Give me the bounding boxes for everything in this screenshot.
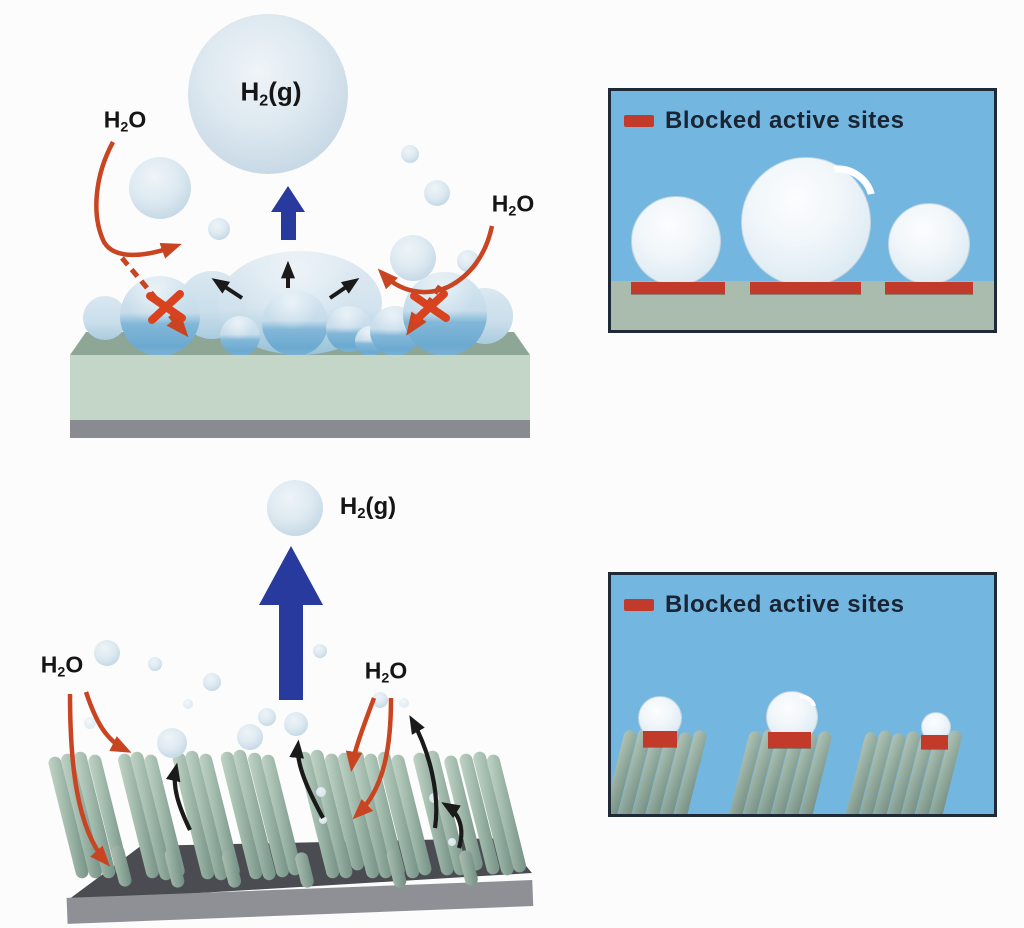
- floating-bubble: [448, 838, 456, 846]
- floating-bubble: [94, 640, 120, 666]
- floating-bubble: [203, 673, 221, 691]
- up-arrow-icon: [271, 186, 305, 240]
- up-arrow-icon: [259, 546, 323, 700]
- h2-gas-bubble-small: [267, 480, 323, 536]
- h2-gas-bubble-large: [188, 14, 348, 174]
- floating-bubble: [399, 698, 409, 708]
- floating-bubble: [208, 218, 230, 240]
- floating-bubble: [157, 728, 187, 758]
- h2o-label-left: H2O: [40, 651, 84, 681]
- h2-gas-label: H2(g): [240, 76, 302, 110]
- floating-bubble: [316, 787, 326, 797]
- blocked-site-bar: [631, 282, 725, 294]
- blocked-site-bar: [768, 732, 811, 748]
- h2o-label-right: H2O: [491, 190, 535, 220]
- blocked-site-swatch-icon: [624, 115, 654, 127]
- surface-bubble: [83, 296, 127, 340]
- floating-bubble: [284, 712, 308, 736]
- legend: Blocked active sites: [624, 107, 904, 135]
- inset-nanorod-blocked-sites: Blocked active sites: [608, 572, 997, 817]
- blocking-bubble: [888, 203, 970, 285]
- flat-electrode-front-face: [70, 355, 530, 420]
- floating-bubble: [84, 717, 96, 729]
- blocked-site-bar: [921, 735, 948, 749]
- blocked-site-bar: [643, 731, 677, 747]
- legend-label: Blocked active sites: [665, 591, 905, 618]
- flat-electrode-substrate: [70, 420, 530, 438]
- surface-bubble: [120, 276, 200, 356]
- surface-bubble: [403, 272, 487, 356]
- floating-bubble: [372, 692, 388, 708]
- floating-bubble: [319, 816, 327, 824]
- h2o-label-right: H2O: [364, 657, 408, 687]
- floating-bubble: [129, 157, 191, 219]
- floating-bubble: [237, 724, 263, 750]
- floating-bubble: [313, 644, 327, 658]
- floating-bubble: [429, 793, 439, 803]
- floating-bubble: [258, 708, 276, 726]
- legend-label: Blocked active sites: [665, 107, 905, 134]
- legend: Blocked active sites: [624, 591, 904, 619]
- surface-bubble: [262, 290, 328, 356]
- h2-gas-label: H2(g): [339, 493, 397, 523]
- floating-bubble: [457, 250, 479, 272]
- floating-bubble: [390, 235, 436, 281]
- blocking-bubble: [631, 196, 721, 286]
- blocked-site-bar: [885, 282, 973, 294]
- surface-bubble: [220, 316, 260, 356]
- floating-bubble: [183, 699, 193, 709]
- blocked-site-swatch-icon: [624, 599, 654, 611]
- blocked-site-bar: [750, 282, 861, 294]
- floating-bubble: [424, 180, 450, 206]
- floating-bubble: [401, 145, 419, 163]
- floating-bubble: [148, 657, 162, 671]
- blocking-bubble: [741, 157, 871, 287]
- h2o-label-left: H2O: [103, 106, 147, 136]
- inset-flat-blocked-sites: Blocked active sites: [608, 88, 997, 333]
